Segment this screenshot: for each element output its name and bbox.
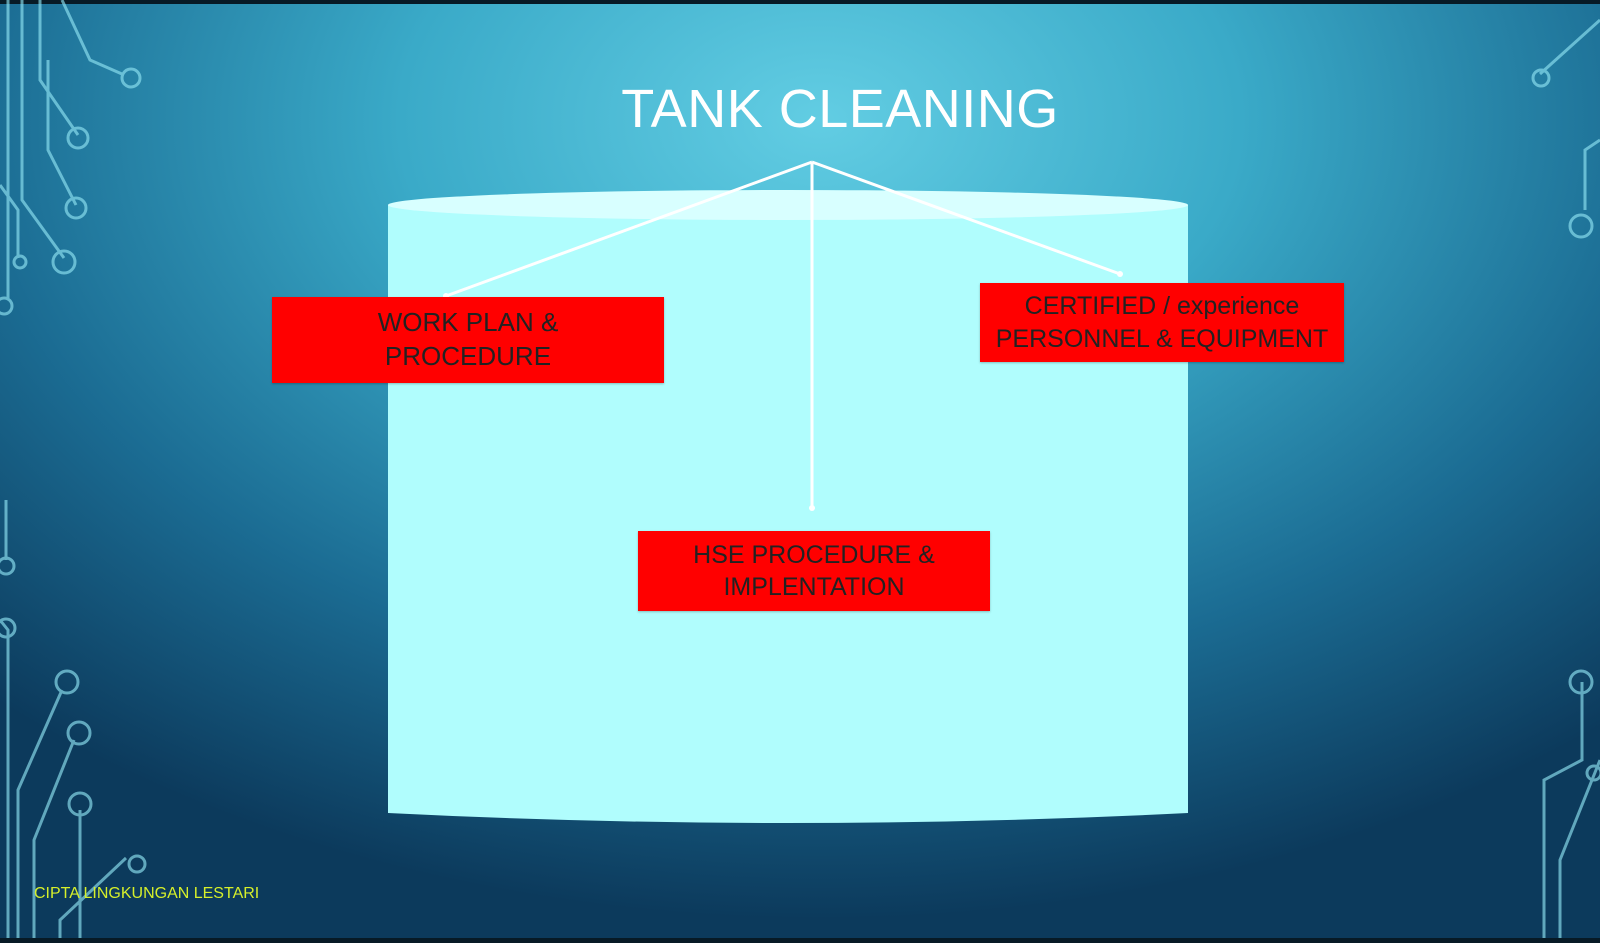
slide-title: TANK CLEANING	[621, 79, 1059, 139]
node-hse: HSE PROCEDURE & IMPLENTATION	[638, 531, 990, 611]
node-text-line: CERTIFIED / experience	[1024, 292, 1300, 320]
top-frame-bar	[0, 0, 1600, 4]
company-footer: CIPTA LINGKUNGAN LESTARI	[34, 885, 260, 902]
node-text-line: IMPLENTATION	[723, 573, 905, 601]
node-text-line: WORK PLAN &	[377, 307, 559, 338]
node-certified: CERTIFIED / experience PERSONNEL & EQUIP…	[980, 283, 1344, 362]
node-text-line: PERSONNEL & EQUIPMENT	[995, 324, 1329, 353]
node-work-plan: WORK PLAN & PROCEDURE	[272, 297, 664, 383]
node-text-line: PROCEDURE	[384, 341, 552, 371]
bottom-frame-bar	[0, 938, 1600, 943]
node-text-line: HSE PROCEDURE &	[693, 540, 935, 569]
connector-lines	[445, 160, 1121, 508]
